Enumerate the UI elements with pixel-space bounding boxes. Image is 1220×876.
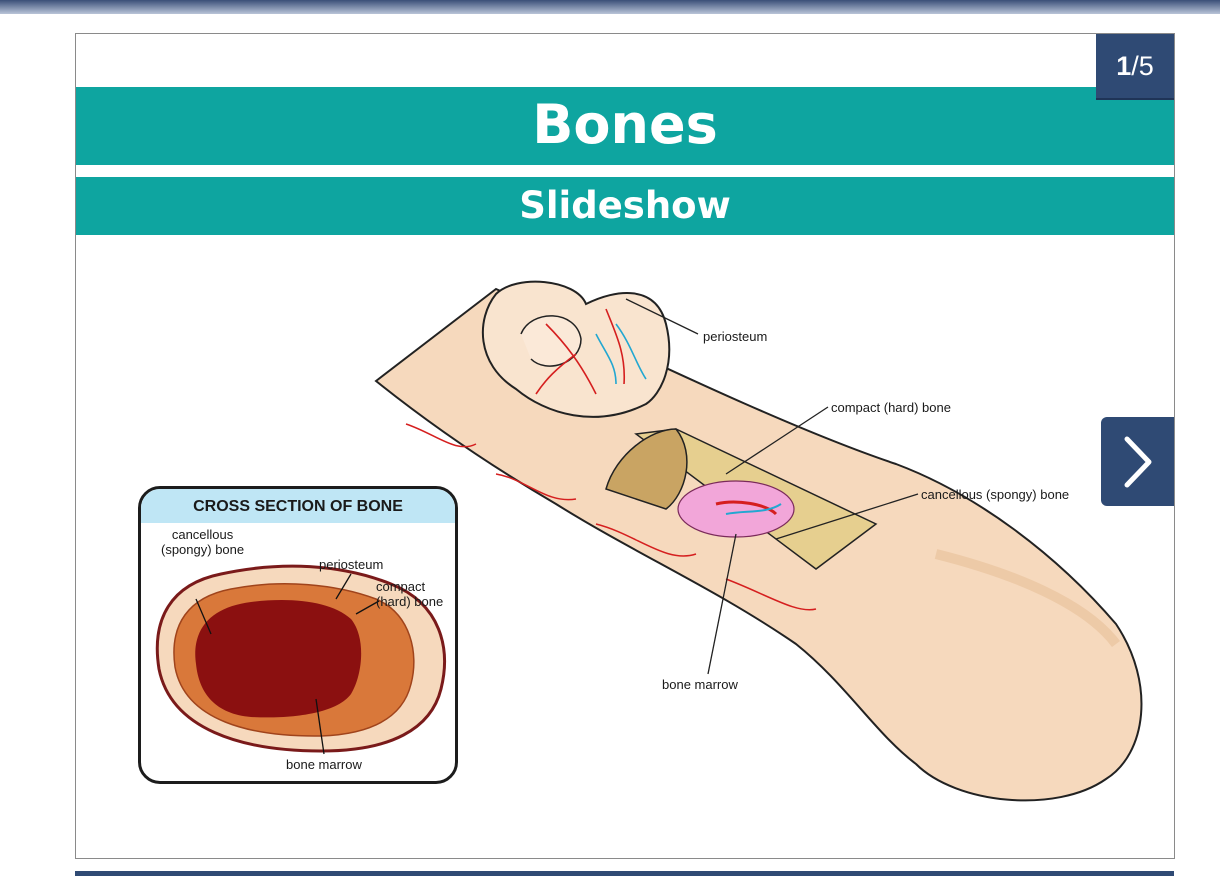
- cs-compact-line2: (hard) bone: [376, 594, 444, 609]
- bone-illustration: [374, 280, 1143, 802]
- cross-section-inset: CROSS SECTION OF BONE cancellous (spongy…: [138, 486, 458, 784]
- top-bar: [0, 0, 1220, 14]
- cs-cancellous-line2: (spongy) bone: [161, 542, 245, 557]
- cs-label-marrow: bone marrow: [286, 757, 362, 772]
- cs-cancellous-line1: cancellous: [171, 527, 234, 542]
- cs-label-periosteum: periosteum: [319, 557, 384, 572]
- chevron-right-icon: [1124, 436, 1151, 487]
- cross-section-diagram: [155, 564, 446, 755]
- bottom-bar: [75, 871, 1174, 876]
- slide-title: Bones: [76, 87, 1174, 165]
- label-periosteum: periosteum: [703, 329, 768, 344]
- slide-counter-total: /5: [1131, 50, 1154, 81]
- next-slide-button[interactable]: [1101, 417, 1174, 506]
- label-cancellous-bone: cancellous (spongy) bone: [921, 487, 1070, 502]
- cross-section-heading: CROSS SECTION OF BONE: [141, 489, 455, 523]
- slide-counter-current: 1: [1116, 50, 1132, 81]
- cs-label-cancellous: cancellous (spongy) bone: [161, 527, 244, 557]
- label-compact-bone: compact (hard) bone: [831, 400, 951, 415]
- slide-subtitle: Slideshow: [76, 177, 1174, 235]
- slideshow-frame: periosteum compact (hard) bone cancellou…: [75, 33, 1175, 859]
- cs-label-compact: compact (hard) bone: [376, 579, 443, 609]
- cs-compact-line1: compact: [376, 579, 426, 594]
- label-bone-marrow: bone marrow: [662, 677, 738, 692]
- slide-counter: 1/5: [1096, 34, 1174, 100]
